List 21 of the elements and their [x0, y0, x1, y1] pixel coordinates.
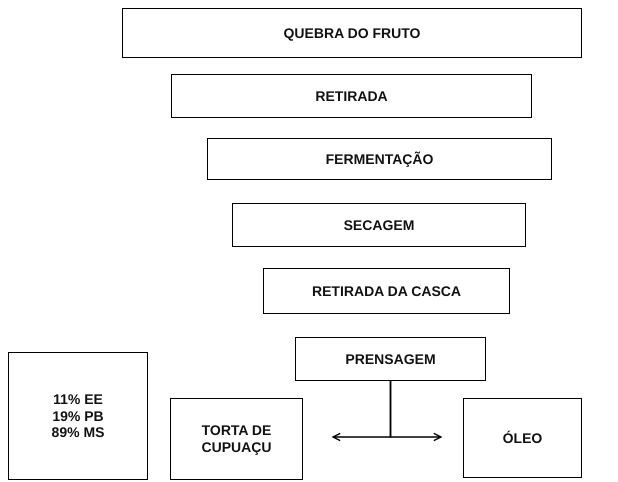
process-box	[232, 203, 526, 247]
process-box	[170, 398, 303, 480]
step-label: 19% PB	[52, 408, 104, 424]
step-label: 11% EE	[53, 390, 103, 408]
process-box	[463, 398, 582, 478]
step-label: QUEBRA DO FRUTO	[284, 24, 420, 42]
process-box	[295, 337, 486, 381]
step-label: RETIRADA	[315, 88, 388, 104]
step-label: RETIRADA DA CASCA	[312, 282, 462, 300]
process-box	[8, 352, 148, 480]
step-label: TORTA DE CUPUAÇU	[200, 422, 272, 456]
process-box	[122, 8, 582, 58]
process-box	[171, 74, 532, 118]
process-box	[207, 138, 552, 180]
step-label: FERMENTAÇÃO	[326, 150, 434, 168]
step-label: 89% MS	[52, 424, 104, 442]
process-box	[263, 268, 510, 314]
step-label: ÓLEO	[502, 430, 542, 446]
split-arrow	[390, 381, 442, 442]
step-label: SECAGEM	[344, 216, 414, 234]
step-label: PRENSAGEM	[345, 350, 436, 368]
